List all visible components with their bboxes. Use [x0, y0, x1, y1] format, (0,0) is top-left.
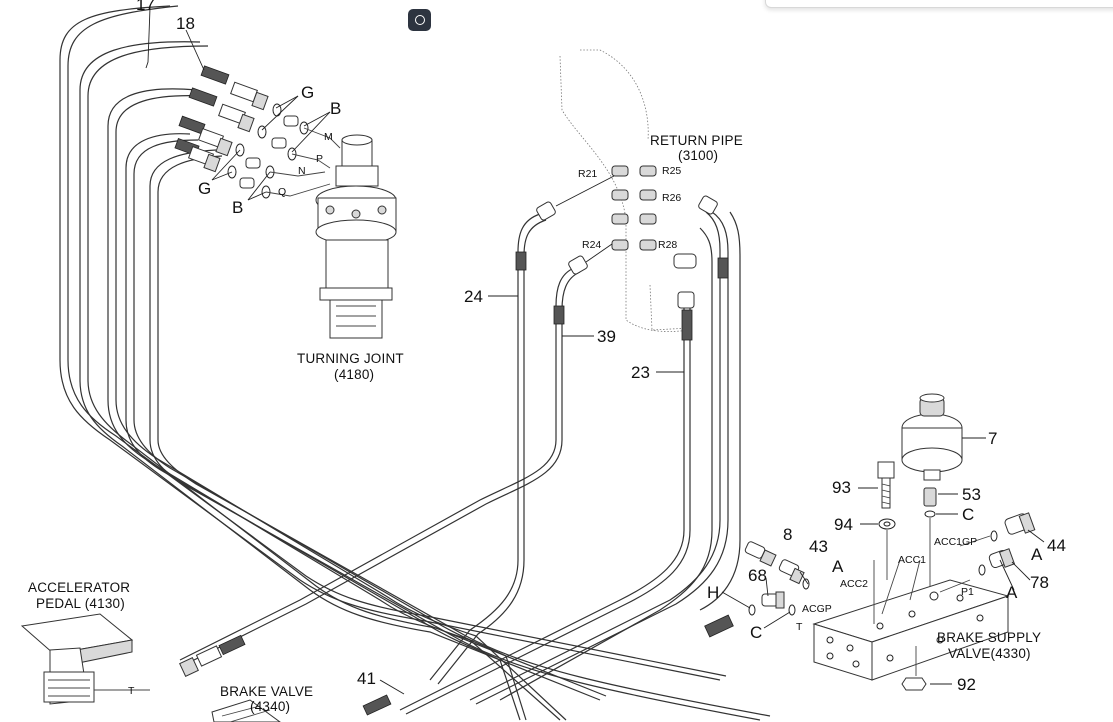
label-n: N: [298, 165, 306, 177]
hose-fittings-upper: [174, 65, 269, 173]
label-g-top: G: [301, 83, 314, 102]
left-hose-bundle: [59, 5, 771, 721]
caption-turning-joint-code: (4180): [334, 367, 374, 382]
label-93: 93: [832, 478, 851, 497]
label-r21: R21: [578, 168, 597, 180]
label-h-68: H: [707, 583, 719, 602]
label-r24: R24: [582, 239, 601, 251]
top-right-panel: [765, 0, 1113, 8]
caption-return-pipe-title: RETURN PIPE: [650, 133, 743, 148]
label-acc1: ACC1: [898, 554, 926, 566]
caption-brake-valve-code: (4340): [250, 699, 290, 714]
fittings-8-43-68: [744, 541, 810, 616]
label-39: 39: [597, 327, 616, 346]
leader-lines: [145, 7, 1045, 695]
return-pipe-outline: [559, 49, 691, 332]
label-94: 94: [834, 515, 853, 534]
port-letter-labels: G B G B M P N Q C A A A H C T T: [128, 83, 1043, 697]
fitting-53: [923, 487, 937, 590]
label-t-valve: T: [796, 621, 803, 633]
label-p: P: [316, 153, 323, 165]
turning-joint-drawing: [315, 134, 397, 339]
label-p1: P1: [961, 586, 974, 598]
brake-supply-valve-block: [812, 559, 1010, 681]
label-24: 24: [464, 287, 483, 306]
label-17: 17: [136, 0, 155, 14]
fittings-44-78: [959, 512, 1036, 576]
label-g-bottom: G: [198, 179, 211, 198]
caption-brake-valve-title: BRAKE VALVE: [220, 684, 313, 699]
label-a-43: A: [832, 557, 844, 576]
label-r26: R26: [662, 192, 681, 204]
caption-turning-joint-title: TURNING JOINT: [297, 351, 404, 366]
nut-92: [901, 677, 927, 691]
label-r25: R25: [662, 165, 681, 177]
label-41: 41: [357, 669, 376, 688]
label-r28: R28: [658, 239, 677, 251]
accelerator-pedal-drawing: [20, 613, 150, 705]
label-c-53: C: [962, 505, 974, 524]
caption-brake-supply-title: BRAKE SUPPLY: [937, 630, 1041, 645]
label-78: 78: [1030, 573, 1049, 592]
lens-icon: [414, 15, 425, 25]
pipe-code-labels: R21 R25 R26 R24 R28: [578, 165, 681, 251]
valve-port-labels: ACC1GP ACC1 ACC2 ACGP P1: [802, 536, 977, 615]
label-acc2: ACC2: [840, 578, 868, 590]
part-number-labels: 17 18 24 39 23 7 93 53 94 8 43 44 78 68 …: [136, 0, 1066, 694]
caption-brake-supply-code: VALVE(4330): [948, 646, 1031, 661]
turning-joint-adapters: [227, 103, 341, 199]
label-b-bottom: B: [232, 198, 243, 217]
label-44: 44: [1047, 536, 1066, 555]
accumulator-drawing: [901, 393, 963, 481]
label-m: M: [324, 131, 333, 143]
label-a-44: A: [1031, 545, 1043, 564]
label-43: 43: [809, 537, 828, 556]
label-53: 53: [962, 485, 981, 504]
label-8: 8: [783, 525, 792, 544]
caption-accelerator-code: PEDAL (4130): [36, 596, 125, 611]
label-t-pedal: T: [128, 685, 135, 697]
label-acgp: ACGP: [802, 603, 832, 615]
accelerator-hose-fitting: [179, 614, 734, 716]
lens-button[interactable]: [408, 9, 431, 31]
label-7: 7: [988, 429, 997, 448]
label-c-68: C: [750, 623, 762, 642]
caption-return-pipe-code: (3100): [678, 148, 718, 163]
label-18: 18: [176, 14, 195, 33]
vertical-hoses: [179, 195, 741, 715]
caption-accelerator-title: ACCELERATOR: [28, 580, 130, 595]
brake-valve-drawing: [211, 699, 281, 722]
label-b-top: B: [330, 99, 341, 118]
label-q: Q: [278, 186, 286, 198]
label-92: 92: [957, 675, 976, 694]
label-acc1gp: ACC1GP: [934, 536, 977, 548]
label-a-78: A: [1006, 583, 1018, 602]
bolt-and-washer: [877, 461, 896, 580]
label-68: 68: [748, 566, 767, 585]
label-23: 23: [631, 363, 650, 382]
return-pipe-fittings: [611, 165, 697, 269]
component-captions: RETURN PIPE (3100) TURNING JOINT (4180) …: [28, 133, 1041, 714]
